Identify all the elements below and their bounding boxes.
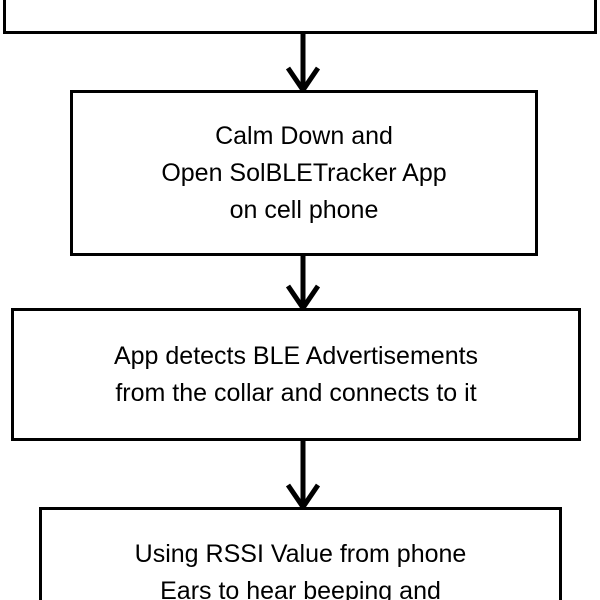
flowchart-node-label: Calm Down and Open SolBLETracker App on … (161, 121, 447, 224)
flowchart-node-label: Using RSSI Value from phone Ears to hear… (134, 540, 467, 600)
flowchart-node-label: App detects BLE Advertisements from the … (113, 341, 479, 407)
flowchart-node-open-app[interactable]: Calm Down and Open SolBLETracker App on … (70, 90, 538, 256)
flowchart-node-rssi-beeping[interactable]: Using RSSI Value from phone Ears to hear… (39, 507, 562, 600)
flowchart-node-detect-advertisements[interactable]: App detects BLE Advertisements from the … (11, 308, 581, 441)
flowchart-node-clipped-top[interactable] (3, 0, 597, 34)
